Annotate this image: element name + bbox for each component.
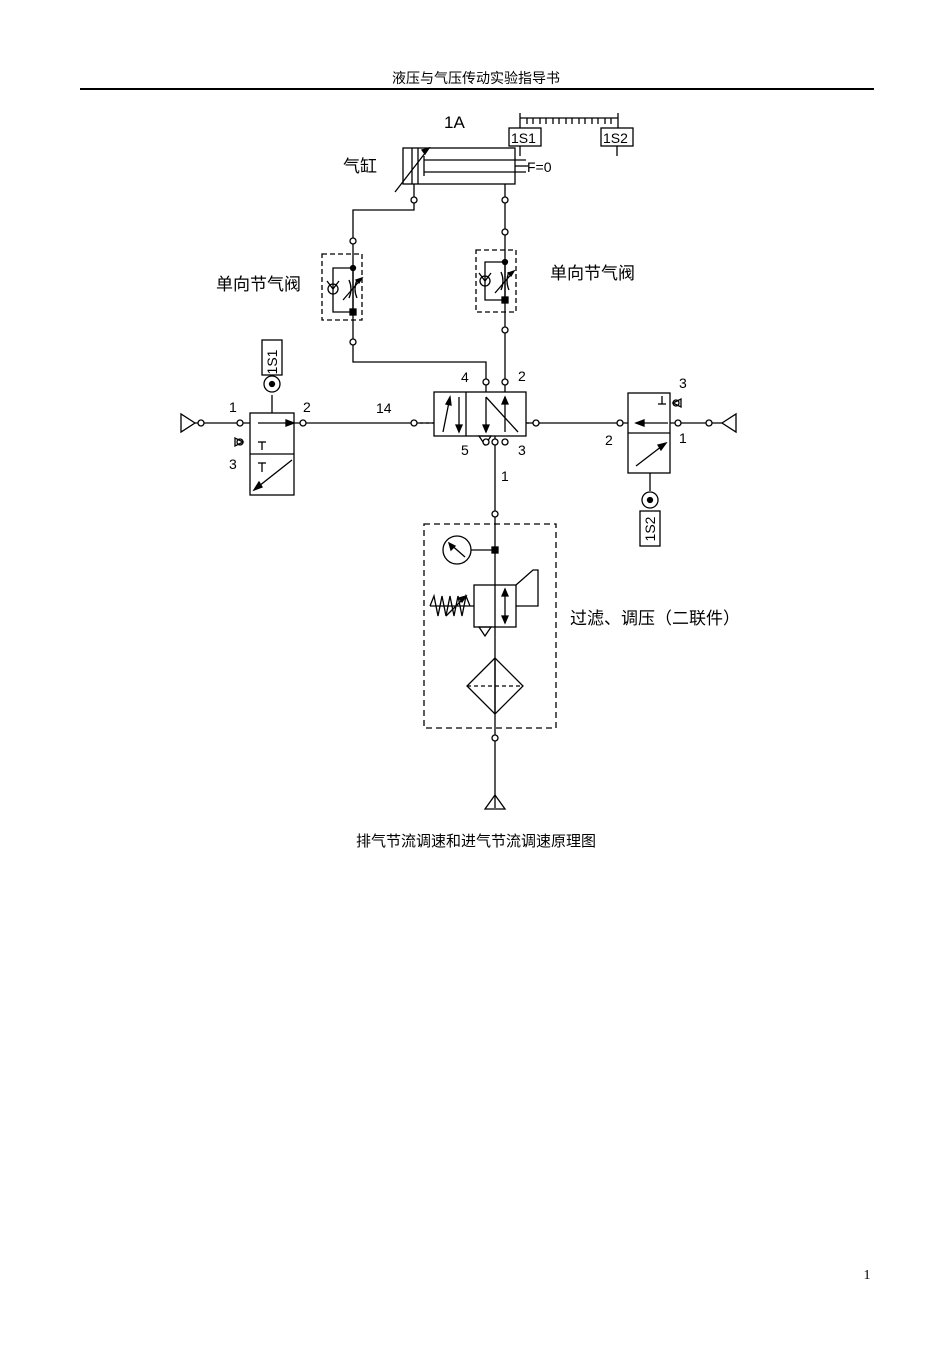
valve-left-port-2: 2 <box>303 399 311 415</box>
throttle-valve-left <box>321 253 364 321</box>
pneumatic-circuit-diagram: 1A 气缸 F=0 1S1 1S2 单向节气阀 单向节气阀 过滤、调压（二联件）… <box>180 113 740 810</box>
throttle-valve-left-label: 单向节气阀 <box>216 275 301 295</box>
header-rule <box>80 88 874 90</box>
page-header: 液压与气压传动实验指导书 <box>392 71 560 87</box>
valve-right-port-2: 2 <box>605 432 613 448</box>
port-markers <box>197 196 713 742</box>
cylinder-1a <box>394 146 528 193</box>
valve-right-3-2 <box>627 392 682 547</box>
sensor-1s1-label: 1S1 <box>511 130 536 146</box>
air-source-right <box>720 412 737 434</box>
main-valve-port-14: 14 <box>376 400 392 416</box>
valve-right-port-3: 3 <box>679 375 687 391</box>
main-valve-port-2: 2 <box>518 368 526 384</box>
main-valve-port-5: 5 <box>461 442 469 458</box>
main-valve-port-3: 3 <box>518 442 526 458</box>
valve-right-port-1: 1 <box>679 430 687 446</box>
valve-left-port-3: 3 <box>229 456 237 472</box>
air-source-left <box>180 412 197 434</box>
page-number: 1 <box>863 1268 871 1283</box>
main-valve-port-4: 4 <box>461 369 469 385</box>
frl-unit <box>423 523 557 729</box>
force-label: F=0 <box>527 159 552 175</box>
throttle-valve-right <box>475 249 517 313</box>
valve-left-3-2 <box>234 339 296 496</box>
air-source-bottom <box>483 793 507 810</box>
valve-left-sensor-label: 1S1 <box>264 349 280 374</box>
main-5-2-valve <box>420 391 540 447</box>
position-scale <box>508 113 634 156</box>
cylinder-id-label: 1A <box>444 113 465 132</box>
cylinder-label: 气缸 <box>343 156 377 177</box>
valve-right-sensor-label: 1S2 <box>642 516 658 541</box>
main-valve-port-1: 1 <box>501 468 509 484</box>
throttle-valve-right-label: 单向节气阀 <box>550 264 635 284</box>
valve-left-port-1: 1 <box>229 399 237 415</box>
frl-label: 过滤、调压（二联件） <box>570 609 740 629</box>
sensor-1s2-label: 1S2 <box>603 130 628 146</box>
figure-caption: 排气节流调速和进气节流调速原理图 <box>355 832 596 850</box>
